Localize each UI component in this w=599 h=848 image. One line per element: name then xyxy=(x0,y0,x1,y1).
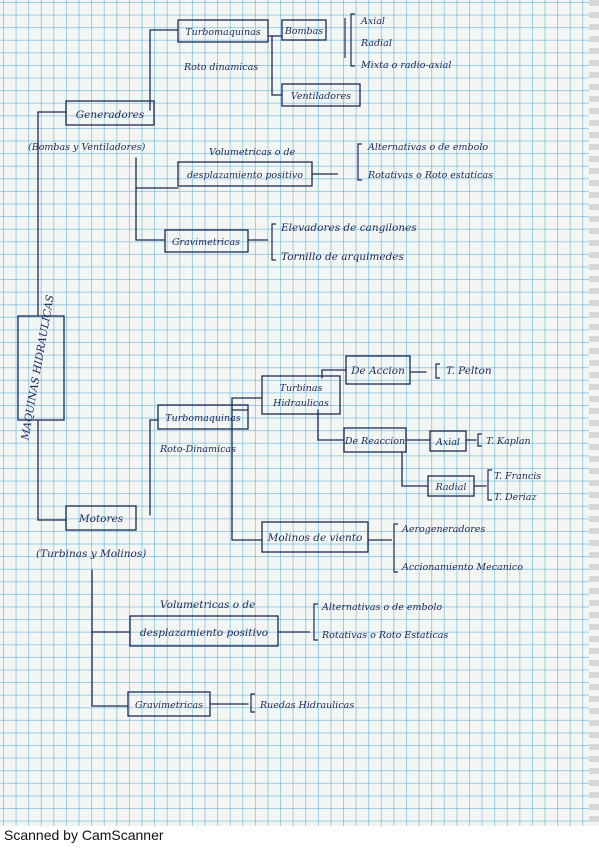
notebook-perforation xyxy=(589,0,599,826)
pelton-label: T. Pelton xyxy=(446,365,492,377)
gen-vol-line2: desplazamiento positivo xyxy=(187,170,303,181)
reaccion-to-radial-line xyxy=(401,451,429,487)
bombas-bracket xyxy=(350,13,355,67)
gen-gravimetricas-box xyxy=(164,229,249,253)
reaccion-box xyxy=(343,427,407,453)
reaccion-label: De Reaccion xyxy=(344,436,405,447)
ventiladores-label: Ventiladores xyxy=(291,91,351,102)
turbo-to-molinos-line xyxy=(231,409,263,541)
scanner-watermark: Scanned by CamScanner xyxy=(4,827,164,843)
molinos-box xyxy=(261,521,369,553)
gen-grav-label: Gravimetricas xyxy=(172,237,240,248)
connector-lines xyxy=(37,29,487,707)
molinos-bracket xyxy=(393,523,398,573)
ruedas-bracket xyxy=(250,693,255,713)
ventiladores-box xyxy=(281,83,361,107)
gen-grav-bracket xyxy=(271,223,276,261)
gen-to-volumetricas-line xyxy=(135,157,179,189)
axial-label: Axial xyxy=(435,437,460,448)
mot-gravimetricas-box xyxy=(127,691,211,717)
turbinas-line1: Turbinas xyxy=(280,383,323,394)
mot-vol-line1: Volumetricas o de xyxy=(160,599,255,611)
bombas-item-3: Mixta o radio-axial xyxy=(360,60,451,71)
node-boxes xyxy=(17,19,475,717)
turbinas-to-accion-line xyxy=(321,369,347,379)
gen-vol-line1: Volumetricas o de xyxy=(209,147,296,158)
generadores-subtitle: (Bombas y Ventiladores) xyxy=(28,142,146,153)
generadores-box xyxy=(65,100,155,126)
molinos-label: Molinos de viento xyxy=(267,532,363,544)
bombas-item-1: Axial xyxy=(360,16,385,27)
gen-to-gravimetricas-line xyxy=(135,187,166,241)
molinos-item-1: Aerogeneradores xyxy=(401,524,485,535)
turbinas-to-reaccion-line xyxy=(317,409,345,441)
mot-to-gravimetricas-line xyxy=(91,631,129,707)
generadores-label: Generadores xyxy=(76,109,145,121)
motores-subtitle: (Turbinas y Molinos) xyxy=(36,548,146,560)
kaplan-label: T. Kaplan xyxy=(486,436,531,447)
kaplan-bracket xyxy=(477,433,482,447)
bombas-item-2: Radial xyxy=(360,38,392,49)
accion-box xyxy=(345,355,411,385)
root-to-motores-line xyxy=(37,419,67,521)
turbinas-box xyxy=(261,375,341,415)
gen-turbo-sub: Roto dinamicas xyxy=(183,62,258,73)
turbo-to-ventiladores-line xyxy=(271,35,283,96)
gen-grav-item-1: Elevadores de cangilones xyxy=(280,222,417,234)
turbo-to-turbinas-line xyxy=(231,397,263,411)
molinos-item-2: Accionamiento Mecanico xyxy=(401,562,523,573)
turbinas-line2: Hidraulicas xyxy=(272,398,329,409)
mot-volumetricas-box xyxy=(129,615,279,647)
gen-to-turbo-line xyxy=(149,29,179,111)
motores-box xyxy=(65,505,137,531)
radial-bracket xyxy=(487,469,492,501)
gen-vol-bracket xyxy=(357,143,362,181)
mot-vol-line2: desplazamiento positivo xyxy=(140,627,268,639)
mot-turbo-label: Turbomaquinas xyxy=(165,413,240,424)
radial-label: Radial xyxy=(435,482,467,493)
ruedas-label: Ruedas Hidraulicas xyxy=(259,700,354,711)
node-labels: MAQUINAS HIDRAULICAS Generadores (Bombas… xyxy=(19,16,541,711)
axial-box xyxy=(429,430,467,452)
bombas-label: Bombas xyxy=(284,26,323,37)
mot-turbo-sub: Roto-Dinamicas xyxy=(159,444,236,455)
gen-turbo-box xyxy=(177,19,269,43)
gen-vol-item-2: Rotativas o Roto estaticas xyxy=(367,170,493,181)
mot-grav-label: Gravimetricas xyxy=(135,700,203,711)
mot-vol-item-2: Rotativas o Roto Estaticas xyxy=(321,630,448,641)
mot-vol-item-1: Alternativas o de embolo xyxy=(321,602,442,613)
gen-vol-item-1: Alternativas o de embolo xyxy=(367,142,488,153)
mot-to-turbo-line xyxy=(149,419,159,516)
accion-label: De Accion xyxy=(350,365,405,377)
radial-box xyxy=(427,475,475,497)
gen-grav-item-2: Tornillo de arquimedes xyxy=(281,251,405,263)
pelton-bracket xyxy=(435,363,440,379)
motores-label: Motores xyxy=(78,513,124,525)
gen-volumetricas-box xyxy=(177,161,313,187)
mot-turbo-box xyxy=(157,404,249,430)
mot-to-volumetricas-line xyxy=(91,569,131,633)
deriaz-label: T. Deriaz xyxy=(494,492,537,503)
mot-vol-bracket xyxy=(313,603,318,641)
root-box xyxy=(17,315,65,421)
hierarchy-diagram: MAQUINAS HIDRAULICAS Generadores (Bombas… xyxy=(17,13,541,717)
bombas-box xyxy=(281,19,327,41)
gen-turbo-label: Turbomaquinas xyxy=(185,27,260,38)
graph-paper-background xyxy=(0,0,599,826)
francis-label: T. Francis xyxy=(494,471,541,482)
list-brackets xyxy=(250,13,492,713)
